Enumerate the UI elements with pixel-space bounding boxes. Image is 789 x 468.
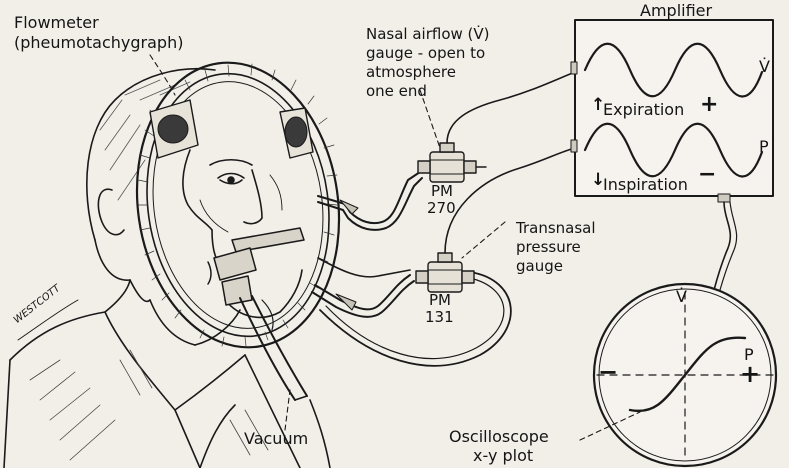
pm131-number: 131	[425, 309, 454, 326]
scope-plus: +	[740, 366, 760, 383]
pm270-transducer	[418, 72, 575, 182]
expiration-plus: +	[700, 96, 718, 113]
nasal-airflow-line4: one end	[366, 83, 427, 100]
pressure-channel-label: P	[759, 138, 769, 156]
transnasal-label: Transnasal	[516, 220, 596, 237]
inspiration-label: Inspiration	[603, 176, 688, 194]
tube-to-pm131	[312, 258, 511, 366]
pm131-label: PM	[429, 292, 451, 309]
transnasal-line3: gauge	[516, 258, 563, 275]
flowmeter-label: Flowmeter	[14, 14, 99, 32]
expiration-label: Expiration	[603, 101, 684, 119]
oscilloscope-label: Oscilloscope	[449, 428, 549, 446]
airflow-channel-label: V̇	[759, 58, 770, 76]
vacuum-label: Vacuum	[244, 430, 308, 448]
nasal-airflow-line3: atmosphere	[366, 64, 456, 81]
tube-to-pm270	[318, 172, 422, 230]
nasal-airflow-line2: gauge - open to	[366, 45, 485, 62]
eye-pads	[150, 100, 313, 158]
pm270-label: PM	[431, 183, 453, 200]
scope-minus: −	[598, 364, 618, 381]
inspiration-minus: −	[698, 166, 716, 183]
transnasal-line2: pressure	[516, 239, 581, 256]
oscilloscope-sublabel: x-y plot	[473, 447, 533, 465]
flowmeter-sublabel: (pheumotachygraph)	[14, 34, 183, 52]
pm270-number: 270	[427, 200, 456, 217]
cable-amp-to-scope	[714, 202, 730, 290]
amplifier-label: Amplifier	[640, 2, 712, 20]
nasal-airflow-label: Nasal airflow (V̇)	[366, 26, 490, 43]
scope-v-label: V̇	[676, 288, 687, 306]
